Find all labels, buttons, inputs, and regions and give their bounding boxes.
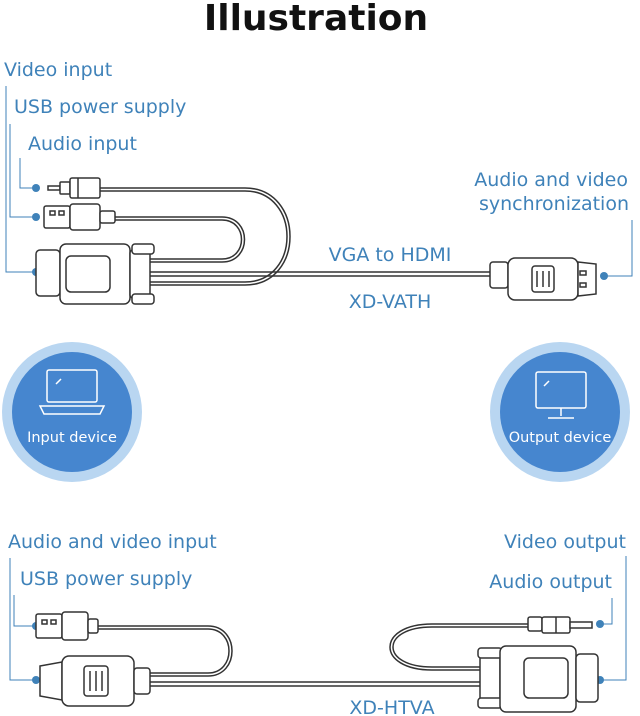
laptop-icon [38, 369, 106, 415]
label-usb-power-supply-bottom: USB power supply [20, 568, 192, 590]
cable-usb-bottom [96, 625, 233, 677]
cable-usb-top-inner [115, 219, 243, 260]
cable-audio-bottom-inner [392, 626, 528, 668]
cable-audio-top [100, 187, 291, 286]
label-model-top: XD-VATH [349, 291, 432, 313]
usb-plug-top [43, 203, 116, 231]
dot-av-sync [600, 272, 608, 280]
hdmi-plug-bottom [39, 655, 151, 707]
label-cable-name: VGA to HDMI [329, 244, 452, 266]
label-usb-power-supply: USB power supply [14, 96, 186, 118]
bottom-labels: Audio and video input USB power supply V… [8, 531, 626, 716]
cable-usb-bottom-inner [96, 628, 230, 674]
output-device-circle-inner [500, 352, 620, 472]
dot-usb-power [32, 213, 40, 221]
label-model-bottom: XD-HTVA [349, 697, 434, 716]
leader-av-input [9, 558, 36, 681]
cable-usb-top [115, 216, 246, 263]
top-leader-lines [5, 86, 633, 277]
leader-video-input [5, 86, 36, 273]
label-output-device: Output device [509, 430, 612, 446]
leader-audio-output [600, 598, 613, 625]
top-labels: Video input USB power supply Audio input… [4, 59, 629, 313]
audio-plug-top [47, 177, 101, 199]
label-audio-input: Audio input [28, 133, 137, 155]
input-device-circle-inner [12, 352, 132, 472]
bottom-cables [96, 623, 528, 687]
input-device-badge: Input device [2, 342, 142, 482]
cable-audio-bottom [389, 623, 528, 671]
label-audio-output: Audio output [489, 571, 612, 593]
dot-audio-input [32, 184, 40, 192]
cable-audio-top-inner [100, 190, 288, 283]
leader-usb-power [9, 124, 36, 218]
leader-av-sync [604, 220, 633, 277]
label-video-output: Video output [504, 531, 626, 553]
dot-av-input [32, 676, 40, 684]
label-av-sync-line1: Audio and video [474, 169, 628, 191]
label-input-device: Input device [27, 430, 117, 446]
leader-audio-input [19, 158, 36, 189]
label-video-input: Video input [4, 59, 112, 81]
vga-plug-bottom [477, 645, 599, 713]
label-av-input: Audio and video input [8, 531, 217, 553]
leader-video-output [600, 556, 627, 681]
hdmi-plug-top [489, 257, 597, 301]
monitor-icon [535, 371, 587, 419]
label-av-sync-line2: synchronization [479, 193, 629, 215]
usb-plug-bottom [35, 611, 99, 641]
page-title: Illustration [204, 0, 428, 39]
leader-usb-power-bottom [13, 595, 36, 627]
output-device-badge: Output device [490, 342, 630, 482]
top-cables [100, 187, 490, 286]
audio-plug-bottom [527, 616, 593, 634]
dot-audio-output [596, 620, 604, 628]
vga-plug-top [35, 243, 155, 305]
